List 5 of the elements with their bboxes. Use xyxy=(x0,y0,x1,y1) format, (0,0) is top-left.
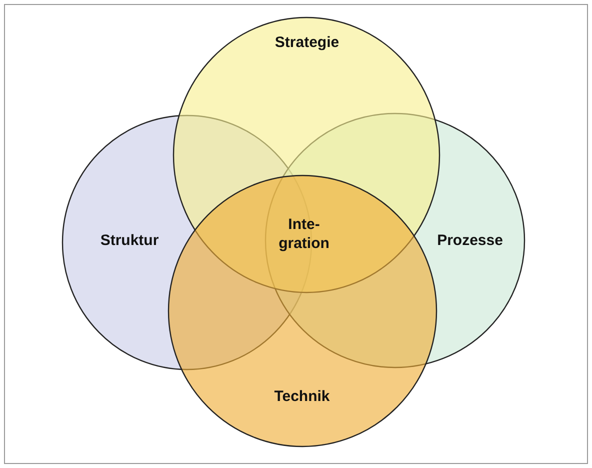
set-label: Prozesse xyxy=(436,231,504,250)
set-label: Struktur xyxy=(99,231,160,250)
set-label: Technik xyxy=(273,387,331,406)
set-label: Inte- gration xyxy=(278,215,330,253)
set-label: Strategie xyxy=(274,33,340,52)
